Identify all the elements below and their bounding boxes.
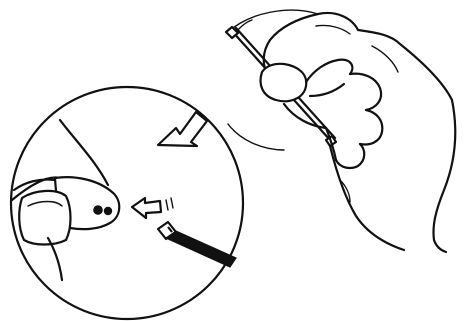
wrist-left-contour <box>330 146 404 250</box>
index-finger-crease <box>310 84 344 96</box>
sound-port-left-icon <box>94 206 102 214</box>
motion-tick-1 <box>166 200 168 210</box>
hollow-arrow-left-icon <box>132 198 161 218</box>
knuckle-line-2 <box>372 46 398 72</box>
rotation-arc-top <box>228 10 318 32</box>
knuckle-line-1 <box>316 25 350 34</box>
hollow-arrow-down-left-icon <box>158 112 207 146</box>
index-finger-top <box>306 60 352 82</box>
hand-back-contour <box>270 13 455 240</box>
cleaning-tool-detail <box>158 222 236 267</box>
earpiece-top-contour <box>60 120 108 185</box>
little-finger <box>336 144 364 168</box>
detail-magnifier-circle <box>11 87 243 319</box>
motion-tick-2 <box>171 198 173 208</box>
insert-direction-arrow <box>132 198 173 218</box>
sound-port-right-icon <box>104 207 111 214</box>
thumbnail <box>261 64 307 101</box>
rotation-arc-bottom <box>228 124 284 150</box>
tool-shaft-dark <box>166 231 236 267</box>
ring-finger <box>360 110 382 145</box>
wrist-right-contour <box>434 240 446 252</box>
middle-finger <box>350 74 381 110</box>
earpiece-button <box>19 191 70 245</box>
zoom-direction-arrow <box>158 112 207 146</box>
thumb-base <box>284 104 326 128</box>
hand-holding-cleaning-tool <box>226 10 455 252</box>
